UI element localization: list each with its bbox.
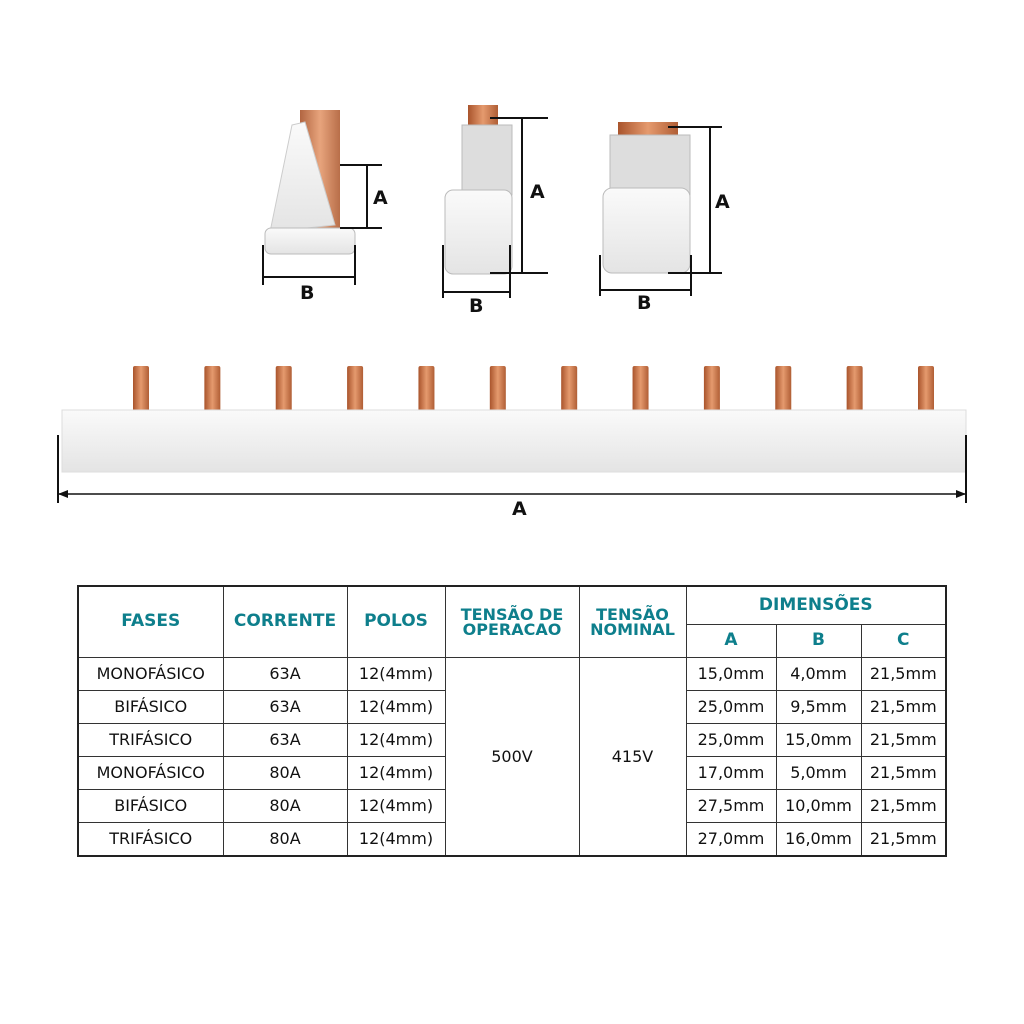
header-line: OPERACAO: [462, 619, 562, 639]
dimension-a-label: A: [373, 187, 388, 209]
dimension-b-label: B: [637, 292, 651, 314]
cell-corrente: 80A: [222, 755, 348, 790]
cell-c: 21,5mm: [860, 755, 947, 790]
cell-polos: 12(4mm): [346, 755, 446, 790]
header-polos: POLOS: [346, 585, 446, 658]
header-fases: FASES: [77, 585, 224, 658]
copper-pin: [418, 366, 435, 412]
cell-corrente: 63A: [222, 689, 348, 724]
copper-pin: [204, 366, 221, 412]
cell-c: 21,5mm: [860, 788, 947, 823]
copper-pin: [918, 366, 934, 412]
cell-corrente: 80A: [222, 821, 348, 856]
copper-pin: [275, 366, 292, 412]
cell-fases: TRIFÁSICO: [77, 821, 224, 856]
cell-a: 25,0mm: [685, 722, 777, 757]
cell-b: 4,0mm: [775, 656, 862, 691]
header-line: NOMINAL: [590, 619, 675, 639]
product-diagram: A B A B A B A: [57, 105, 967, 520]
copper-pin: [846, 366, 863, 412]
cell-a: 15,0mm: [685, 656, 777, 691]
copper-pin: [347, 366, 364, 412]
cell-b: 9,5mm: [775, 689, 862, 724]
copper-pin: [489, 366, 506, 412]
cell-polos: 12(4mm): [346, 788, 446, 823]
cell-b: 15,0mm: [775, 722, 862, 757]
dimension-a-label: A: [715, 191, 730, 213]
profile-monofasico: A B: [262, 110, 388, 304]
cell-corrente: 63A: [222, 722, 348, 757]
cell-a: 27,5mm: [685, 788, 777, 823]
copper-pin: [775, 366, 792, 412]
header-line: TENSÃO DE: [460, 604, 564, 624]
header-line: TENSÃO: [596, 604, 669, 624]
cell-polos: 12(4mm): [346, 689, 446, 724]
cell-c: 21,5mm: [860, 656, 947, 691]
dimension-b-label: B: [469, 295, 483, 317]
dimension-b-label: B: [300, 282, 314, 304]
cell-fases: MONOFÁSICO: [77, 755, 224, 790]
header-dim-a: A: [685, 623, 777, 658]
cell-corrente: 80A: [222, 788, 348, 823]
cell-c: 21,5mm: [860, 821, 947, 856]
header-dim-c: C: [860, 623, 947, 658]
busbar-front-view: A: [57, 366, 967, 520]
cell-polos: 12(4mm): [346, 656, 446, 691]
cell-fases: BIFÁSICO: [77, 788, 224, 823]
profile-trifasico: A B: [599, 122, 730, 314]
cell-b: 10,0mm: [775, 788, 862, 823]
header-dim-b: B: [775, 623, 862, 658]
cell-fases: BIFÁSICO: [77, 689, 224, 724]
cell-c: 21,5mm: [860, 722, 947, 757]
cell-fases: MONOFÁSICO: [77, 656, 224, 691]
header-dimensoes: DIMENSÕES: [685, 585, 947, 625]
cell-c: 21,5mm: [860, 689, 947, 724]
copper-pin: [703, 366, 720, 412]
dimension-a-label: A: [530, 181, 545, 203]
cell-tensao-nominal: 415V: [578, 656, 687, 856]
cell-corrente: 63A: [222, 656, 348, 691]
cell-b: 16,0mm: [775, 821, 862, 856]
copper-pin: [561, 366, 578, 412]
cell-a: 25,0mm: [685, 689, 777, 724]
cell-fases: TRIFÁSICO: [77, 722, 224, 757]
profile-bifasico: A B: [442, 105, 548, 317]
cell-polos: 12(4mm): [346, 722, 446, 757]
copper-pin: [133, 366, 149, 412]
copper-pin: [632, 366, 649, 412]
cell-tensao-operacao: 500V: [444, 656, 580, 856]
cell-a: 17,0mm: [685, 755, 777, 790]
length-a-label: A: [512, 498, 527, 520]
cell-b: 5,0mm: [775, 755, 862, 790]
cell-polos: 12(4mm): [346, 821, 446, 856]
header-corrente: CORRENTE: [222, 585, 348, 658]
cell-a: 27,0mm: [685, 821, 777, 856]
